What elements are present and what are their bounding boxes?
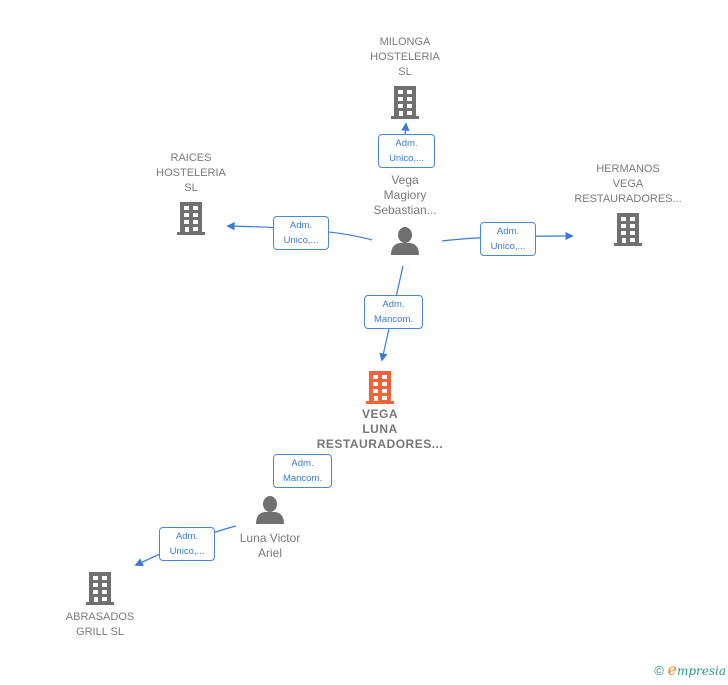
edge-label-milonga[interactable]: Adm. Unico,...: [378, 134, 435, 168]
building-icon: [366, 371, 394, 404]
company-node-raices[interactable]: RAICES HOSTELERIA SL: [141, 151, 241, 236]
company-label: ABRASADOS GRILL SL: [65, 611, 135, 638]
person-node-vega-magiory[interactable]: Vega Magiory Sebastian...: [360, 173, 450, 256]
copyright-icon: ©: [654, 663, 664, 678]
brand-logo-text: mpresia: [676, 664, 726, 678]
brand-logo-initial: e: [667, 660, 677, 679]
person-icon: [391, 227, 419, 255]
company-node-hermanos-vega[interactable]: HERMANOS VEGA RESTAURADORES...: [568, 162, 688, 247]
company-node-abrasados[interactable]: ABRASADOS GRILL SL: [50, 570, 150, 640]
company-label: HERMANOS VEGA RESTAURADORES...: [574, 163, 682, 205]
footer-branding: © empresia: [654, 660, 726, 679]
main-company-label: VEGA LUNA RESTAURADORES...: [316, 407, 444, 451]
edge-label-luna-victor-vega-luna[interactable]: Adm. Mancom.: [273, 454, 332, 488]
edge-label-hermanos[interactable]: Adm. Unico,...: [480, 222, 536, 256]
person-node-luna-victor[interactable]: Luna Victor Ariel: [225, 495, 315, 561]
building-icon: [177, 202, 205, 235]
building-icon: [391, 86, 419, 119]
company-node-milonga[interactable]: MILONGA HOSTELERIA SL: [355, 35, 455, 120]
edge-label-raices[interactable]: Adm. Unico,...: [273, 216, 329, 250]
building-icon: [86, 572, 114, 605]
person-icon: [256, 496, 284, 524]
edge-label-vega-luna[interactable]: Adm. Mancom.: [364, 295, 423, 329]
building-icon: [614, 213, 642, 246]
edge-label-abrasados[interactable]: Adm. Unico,...: [159, 527, 215, 561]
company-label: MILONGA HOSTELERIA SL: [370, 36, 440, 78]
person-label: Vega Magiory Sebastian...: [373, 173, 437, 217]
person-label: Luna Victor Ariel: [239, 531, 301, 560]
company-label: RAICES HOSTELERIA SL: [156, 152, 226, 194]
company-node-vega-luna[interactable]: VEGA LUNA RESTAURADORES...: [305, 369, 455, 452]
